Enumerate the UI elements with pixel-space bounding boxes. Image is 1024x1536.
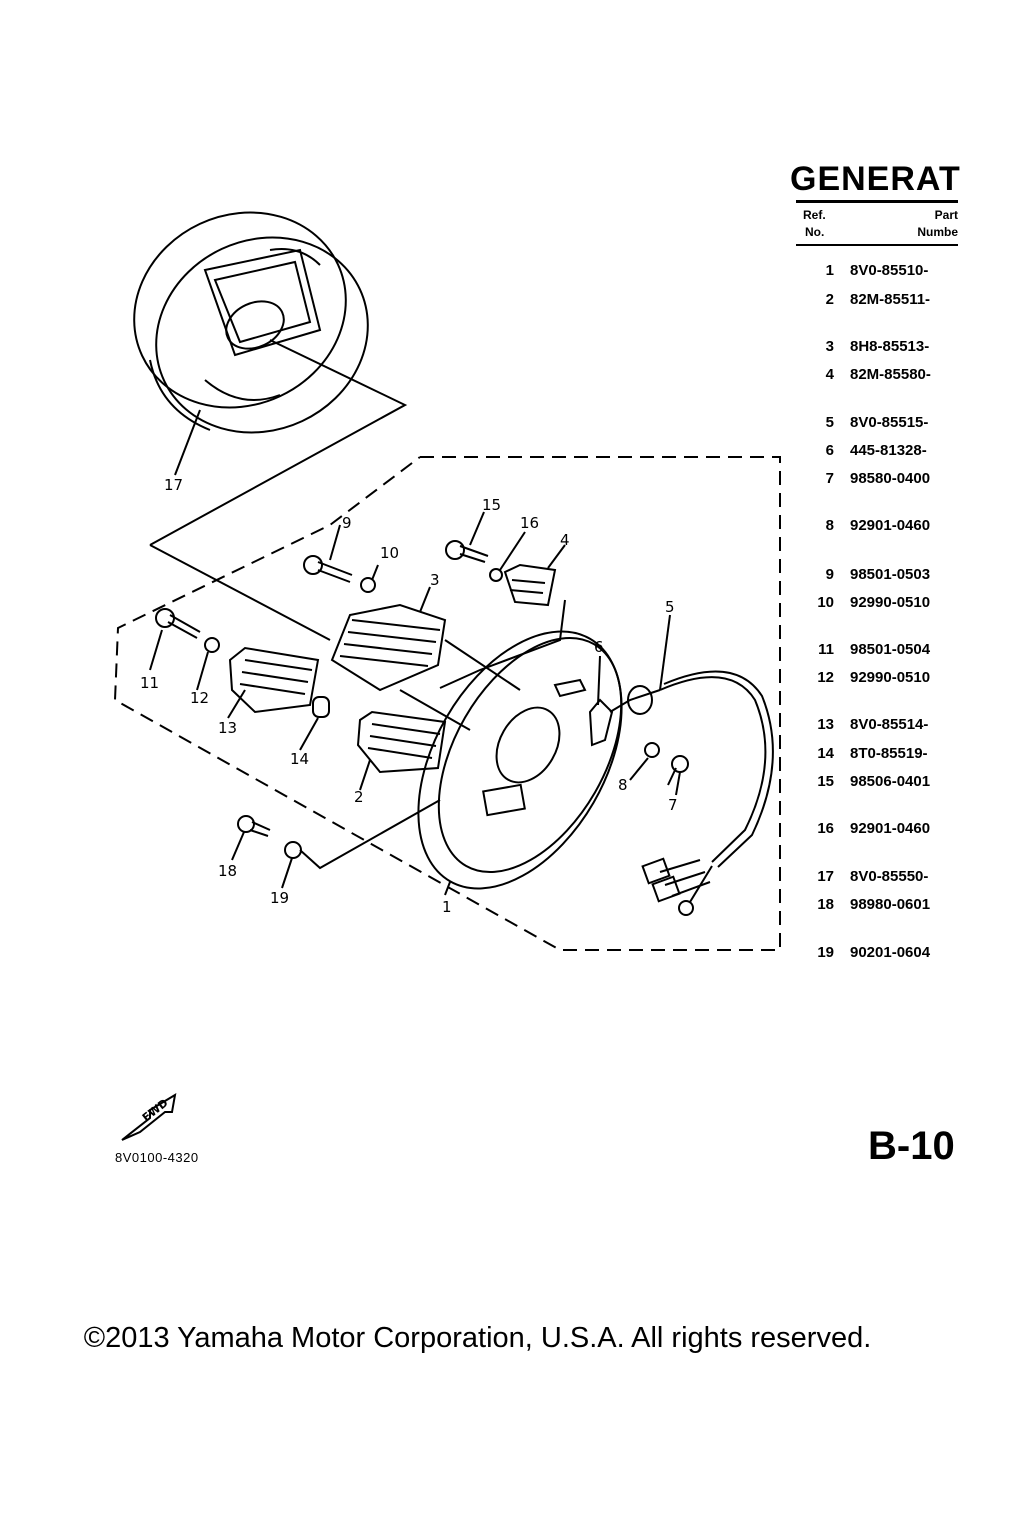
callout-10: 10	[380, 544, 399, 562]
callout-5: 5	[665, 598, 675, 616]
grommet-6	[588, 698, 614, 747]
coil-3	[330, 603, 447, 692]
callout-18: 18	[218, 862, 237, 880]
screw-15	[445, 540, 489, 563]
callout-15: 15	[482, 496, 501, 514]
drawing-number: 8V0100-4320	[115, 1150, 199, 1165]
part-header-line1: Part	[934, 208, 958, 222]
flywheel-rotor	[133, 211, 369, 434]
part-header-line2: Numbe	[917, 225, 958, 239]
callout-4: 4	[560, 531, 570, 549]
callout-3: 3	[430, 571, 440, 589]
callout-19: 19	[270, 889, 289, 907]
callout-9: 9	[342, 514, 352, 532]
callout-14: 14	[290, 750, 309, 768]
washer-16	[489, 568, 503, 582]
coil-2	[356, 710, 447, 774]
callout-1: 1	[442, 898, 452, 916]
callout-12: 12	[190, 689, 209, 707]
screw-11	[155, 608, 201, 639]
part-number-header: Part Numbe	[905, 207, 958, 241]
ref-header-line2: No.	[805, 225, 825, 239]
washer-10	[360, 577, 376, 593]
callout-11: 11	[140, 674, 159, 692]
ref-no-header: Ref. No.	[803, 207, 826, 241]
lead-wire-5	[609, 670, 774, 916]
copyright-notice: ©2013 Yamaha Motor Corporation, U.S.A. A…	[83, 1322, 872, 1354]
coil-13	[228, 646, 320, 714]
washer-8	[644, 742, 660, 758]
spacer-14	[312, 696, 330, 718]
callout-17: 17	[164, 476, 183, 494]
callout-16: 16	[520, 514, 539, 532]
header-rule	[796, 244, 958, 246]
coil-4	[503, 563, 557, 607]
washer-12	[204, 637, 220, 653]
callout-13: 13	[218, 719, 237, 737]
callout-8: 8	[618, 776, 628, 794]
callout-2: 2	[354, 788, 364, 806]
ref-header-line1: Ref.	[803, 208, 826, 222]
callout-6: 6	[594, 638, 604, 656]
fwd-arrow-icon: FWD	[121, 1093, 177, 1141]
stator-base-plate	[417, 630, 623, 890]
screw-9	[303, 555, 353, 583]
callout-7: 7	[668, 796, 678, 814]
page-id: B-10	[868, 1124, 955, 1168]
title-rule	[796, 200, 958, 203]
callout-labels: 17 15 9 16 10 4 3 5 11 12 6 13 14 2 8 7 …	[140, 476, 678, 916]
washer-19	[284, 841, 302, 859]
section-title: GENERAT	[790, 160, 961, 198]
bolt-18	[237, 815, 271, 837]
